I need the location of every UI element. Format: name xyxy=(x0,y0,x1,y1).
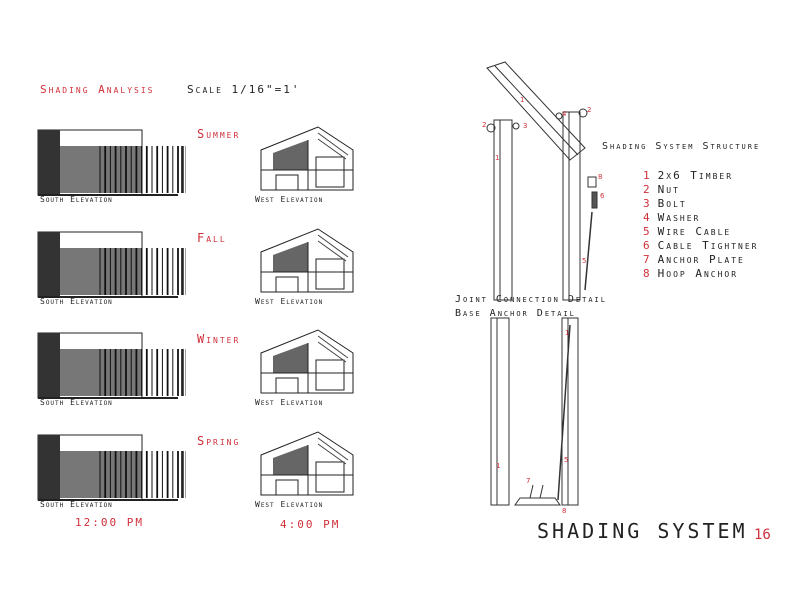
joint-connection-detail-label: Joint Connection Detail xyxy=(455,294,607,305)
legend-number: 2 xyxy=(643,183,652,196)
callout-1: 1 xyxy=(520,96,524,104)
west-elevation-label: West Elevation xyxy=(255,195,324,204)
season-row-spring: South Elevation Spring West Elevation xyxy=(0,430,380,520)
legend-label: Hoop Anchor xyxy=(657,267,739,280)
callout-4: 4 xyxy=(562,110,567,118)
west-elevation-label: West Elevation xyxy=(255,297,324,306)
time-noon: 12:00 PM xyxy=(75,516,144,529)
left-post-upper xyxy=(493,119,513,301)
callout-8: 8 xyxy=(598,173,602,181)
season-label: Summer xyxy=(197,127,241,141)
callout-6: 6 xyxy=(600,192,605,200)
south-elevation-drawing xyxy=(37,129,186,196)
legend-number: 1 xyxy=(643,169,652,182)
callout-2: 2 xyxy=(482,121,486,129)
callout-5b: 5 xyxy=(564,456,568,464)
south-elevation-label: South Elevation xyxy=(40,195,113,204)
hoop-anchor xyxy=(587,176,597,188)
callout-8b: 8 xyxy=(562,507,566,515)
callout-7: 7 xyxy=(526,477,530,485)
legend-number: 5 xyxy=(643,225,652,238)
anchor-plate xyxy=(514,484,561,506)
season-row-summer: South Elevation Summer West Elevation xyxy=(0,125,380,215)
legend-item: 1 2x6 Timber xyxy=(643,169,758,183)
callout-3: 3 xyxy=(523,122,527,130)
scale-label: Scale 1/16"=1' xyxy=(187,83,301,96)
south-elevation-label: South Elevation xyxy=(40,500,113,509)
season-row-winter: South Elevation Winter West Elevation xyxy=(0,328,380,418)
legend-number: 8 xyxy=(643,267,652,280)
legend-label: Nut xyxy=(657,183,680,196)
cable-tightner xyxy=(591,191,598,209)
legend-label: 2x6 Timber xyxy=(657,169,734,182)
west-elevation-label: West Elevation xyxy=(255,500,324,509)
legend-number: 4 xyxy=(643,211,652,224)
west-elevation-drawing xyxy=(260,329,354,394)
wire-cable-lower xyxy=(557,324,571,501)
legend-item: 8 Hoop Anchor xyxy=(643,267,758,281)
season-label: Fall xyxy=(197,231,227,245)
legend-item: 3 Bolt xyxy=(643,197,758,211)
washer-left xyxy=(512,122,520,130)
structure-title: Shading System Structure xyxy=(602,141,761,152)
west-elevation-drawing xyxy=(260,431,354,496)
nut-right xyxy=(578,108,588,118)
legend-number: 6 xyxy=(643,239,652,252)
legend-label: Wire Cable xyxy=(657,225,732,238)
west-elevation-label: West Elevation xyxy=(255,398,324,407)
page-title: SHADING SYSTEM xyxy=(537,519,748,543)
page-number: 16 xyxy=(754,527,771,543)
bolt-right xyxy=(555,112,563,120)
south-elevation-drawing xyxy=(37,434,186,501)
legend-number: 7 xyxy=(643,253,652,266)
legend-item: 6 Cable Tightner xyxy=(643,239,758,253)
base-anchor-detail-label: Base Anchor Detail xyxy=(455,308,576,319)
time-afternoon: 4:00 PM xyxy=(280,518,341,531)
south-elevation-label: South Elevation xyxy=(40,398,113,407)
diagonal-beam xyxy=(486,61,586,161)
callout-5: 5 xyxy=(582,257,586,265)
callout-1c: 1 xyxy=(496,462,500,470)
left-post-lower xyxy=(490,317,510,506)
legend-label: Bolt xyxy=(657,197,687,210)
legend-item: 5 Wire Cable xyxy=(643,225,758,239)
west-elevation-drawing xyxy=(260,228,354,293)
legend-label: Cable Tightner xyxy=(657,239,759,252)
legend-label: Washer xyxy=(657,211,701,224)
right-post-upper xyxy=(562,111,581,301)
south-elevation-drawing xyxy=(37,332,186,399)
legend-item: 7 Anchor Plate xyxy=(643,253,758,267)
nut-left xyxy=(486,123,496,133)
south-elevation-label: South Elevation xyxy=(40,297,113,306)
season-row-fall: South Elevation Fall West Elevation xyxy=(0,227,380,317)
shading-analysis-title: Shading Analysis xyxy=(40,83,155,96)
legend-number: 3 xyxy=(643,197,652,210)
legend-label: Anchor Plate xyxy=(657,253,745,266)
season-label: Winter xyxy=(197,332,241,346)
wire-cable-upper xyxy=(584,211,593,291)
right-post-lower xyxy=(561,317,579,506)
legend-item: 2 Nut xyxy=(643,183,758,197)
callout-2b: 2 xyxy=(587,106,591,114)
legend-item: 4 Washer xyxy=(643,211,758,225)
west-elevation-drawing xyxy=(260,126,354,191)
south-elevation-drawing xyxy=(37,231,186,298)
callout-1b: 1 xyxy=(495,154,499,162)
season-label: Spring xyxy=(197,434,241,448)
callout-1d: 1 xyxy=(565,329,569,337)
